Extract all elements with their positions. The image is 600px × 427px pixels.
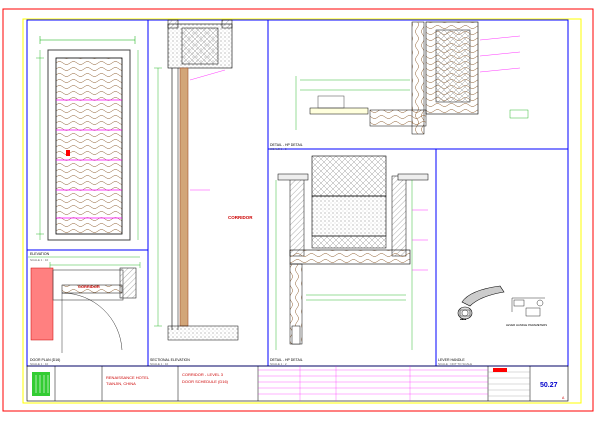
company-logo (32, 372, 50, 396)
section-view: CORRIDOR (154, 19, 253, 341)
section-title: SECTIONAL ELEVATION SCALE 1 : 10 (150, 358, 190, 366)
detail-mid-title: DETAIL - HP DETAIL SCALE 1 : 2 (270, 358, 303, 366)
svg-text:SECTIONAL ELEVATION: SECTIONAL ELEVATION (150, 358, 190, 362)
svg-text:SCALE 1 : 10: SCALE 1 : 10 (30, 362, 49, 366)
elevation-title: ELEVATION SCALE 1 : 10 (28, 252, 140, 262)
detail-top-view (295, 21, 529, 135)
plan-corridor-label: CORRIDOR (78, 284, 100, 289)
door-section (179, 67, 189, 327)
door-leaf (55, 57, 123, 235)
project-name-line2: TIANJIN, CHINA (106, 381, 136, 386)
detail-top-title: DETAIL - HP DETAIL SCALE 1 : 2 (270, 143, 303, 151)
sheet-border (2, 8, 594, 412)
svg-text:LEVER HANDLE PARAMETERS: LEVER HANDLE PARAMETERS (506, 323, 547, 327)
svg-text:SCALE 1 : 10: SCALE 1 : 10 (150, 362, 169, 366)
svg-text:DETAIL - HP DETAIL: DETAIL - HP DETAIL (270, 358, 303, 362)
revision-mark: A (562, 396, 565, 400)
svg-text:LEVER HANDLE: LEVER HANDLE (438, 358, 465, 362)
drawing-title-line2: DOOR SCHEDULE (D16) (182, 379, 229, 384)
handle-title: LEVER HANDLE SCALE : NOT TO SCALE (438, 358, 472, 366)
drawing-frame (22, 18, 582, 404)
lever-handle-icon (461, 285, 505, 307)
plan-title: DOOR PLAN (D16) SCALE 1 : 10 (30, 358, 60, 366)
svg-text:SCALE 1 : 2: SCALE 1 : 2 (270, 147, 287, 151)
section-corridor-label: CORRIDOR (228, 215, 253, 220)
lever-handle-view: ■■■■ LEVER HANDLE PARAMETERS (457, 285, 547, 327)
svg-text:SCALE 1 : 2: SCALE 1 : 2 (270, 362, 287, 366)
svg-text:SCALE 1 : 10: SCALE 1 : 10 (30, 258, 49, 262)
svg-text:DOOR PLAN (D16): DOOR PLAN (D16) (30, 358, 60, 362)
svg-text:SCALE : NOT TO SCALE: SCALE : NOT TO SCALE (438, 362, 472, 366)
elevation-view (36, 36, 139, 241)
door-frame (47, 49, 131, 241)
sheet-number: 50.27 (540, 382, 558, 389)
drawing-title-line1: CORRIDOR - LEVEL 3 (182, 372, 224, 377)
svg-text:DETAIL - HP DETAIL: DETAIL - HP DETAIL (270, 143, 303, 147)
plan-view: CORRIDOR (30, 262, 141, 353)
project-name-line1: RENAISSANCE HOTEL (106, 375, 150, 380)
door-leaf-section (289, 249, 411, 265)
detail-mid-view (275, 155, 429, 350)
wall-red (30, 267, 54, 341)
svg-text:ELEVATION: ELEVATION (30, 252, 50, 256)
svg-text:■■■■: ■■■■ (460, 318, 467, 321)
title-block: RENAISSANCE HOTEL TIANJIN, CHINA CORRIDO… (26, 365, 569, 402)
